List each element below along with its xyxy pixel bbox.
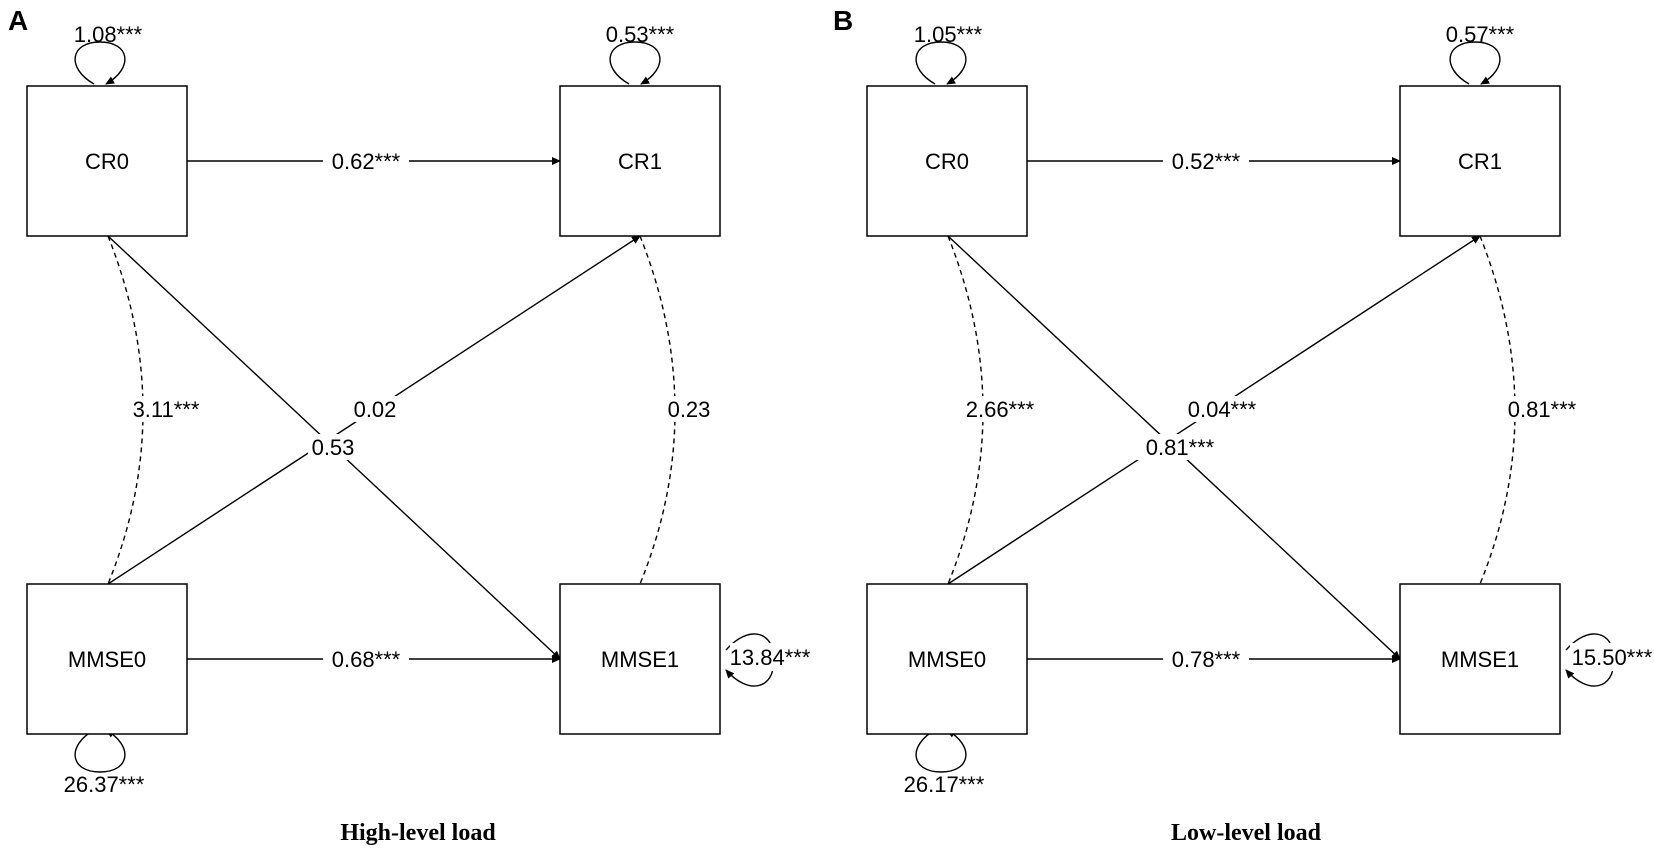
mmse0-variance-label: 26.17*** [904, 772, 985, 797]
cr1-variance-loop [1449, 41, 1501, 85]
panel-b: B 1.05*** 0.57*** 26.17*** 15.50*** 0.52… [833, 5, 1653, 846]
cr1-mmse1-covariance-curve [633, 227, 676, 585]
cr0-variance-loop [915, 41, 967, 85]
node-mmse0-label: MMSE0 [908, 647, 986, 672]
mmse0-variance-label: 26.37*** [64, 772, 145, 797]
panel-b-caption: Low-level load [1171, 820, 1322, 846]
cr0-mmse0-covariance-curve [941, 227, 984, 585]
node-mmse1-label: MMSE1 [1441, 647, 1519, 672]
cr1-variance-label: 0.53*** [606, 22, 675, 47]
node-mmse1 [559, 583, 721, 735]
node-cr1-label: CR1 [1458, 149, 1502, 174]
path-cr0-cr1-label: 0.52*** [1172, 149, 1241, 174]
path-mmse0-mmse1-label: 0.68*** [332, 647, 401, 672]
panel-a-caption: High-level load [340, 820, 496, 846]
node-cr1 [559, 85, 721, 237]
panel-a-letter: A [8, 5, 28, 36]
mmse1-variance-label: 15.50*** [1572, 645, 1653, 670]
node-cr1-label: CR1 [618, 149, 662, 174]
node-mmse1-label: MMSE1 [601, 647, 679, 672]
node-cr0-label: CR0 [85, 149, 129, 174]
panel-b-letter: B [833, 5, 853, 36]
mmse1-variance-label: 13.84*** [730, 645, 811, 670]
cr0-variance-label: 1.08*** [74, 22, 143, 47]
panel-a: A 1.08*** 0.53*** 26.37*** 13.84*** 0.62… [8, 5, 812, 846]
path-cr0-mmse1-label: 0.53 [312, 435, 355, 460]
path-mmse0-mmse1-label: 0.78*** [1172, 647, 1241, 672]
path-mmse0-cr1-label: 0.04*** [1188, 397, 1257, 422]
node-mmse0-label: MMSE0 [68, 647, 146, 672]
node-cr0 [866, 85, 1028, 237]
cr0-mmse0-covariance-label: 3.11*** [133, 397, 200, 422]
cr1-variance-label: 0.57*** [1446, 22, 1515, 47]
path-cr0-mmse1-label: 0.81*** [1146, 435, 1215, 460]
cr0-mmse0-covariance-label: 2.66*** [966, 397, 1035, 422]
cr1-mmse1-covariance-label: 0.23 [668, 397, 711, 422]
node-mmse1 [1399, 583, 1561, 735]
cr1-mmse1-covariance-label: 0.81*** [1508, 397, 1577, 422]
cr0-mmse0-covariance-curve [101, 227, 144, 585]
mmse0-variance-loop [915, 729, 967, 773]
node-mmse0 [866, 583, 1028, 735]
cr1-mmse1-covariance-curve [1473, 227, 1516, 585]
path-mmse0-cr1-label: 0.02 [354, 397, 397, 422]
cr0-variance-label: 1.05*** [914, 22, 983, 47]
path-cr0-cr1-label: 0.62*** [332, 149, 401, 174]
mmse0-variance-loop [74, 729, 126, 773]
node-cr0 [26, 85, 188, 237]
node-mmse0 [26, 583, 188, 735]
cr0-variance-loop [74, 41, 126, 85]
node-cr1 [1399, 85, 1561, 237]
node-cr0-label: CR0 [925, 149, 969, 174]
cr1-variance-loop [609, 41, 661, 85]
